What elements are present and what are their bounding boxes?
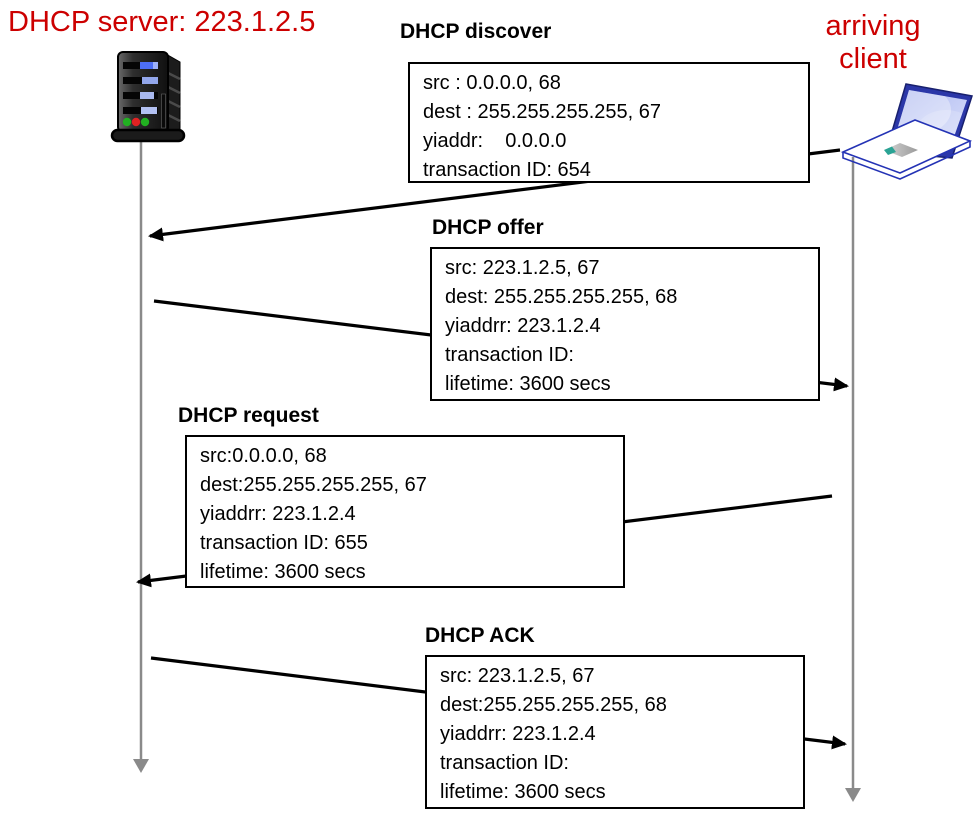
field-dest: dest:255.255.255.255, 67 (200, 474, 427, 496)
laptop-icon (840, 83, 973, 180)
message-box-ack: src: 223.1.2.5, 67 dest:255.255.255.255,… (425, 655, 805, 809)
field-transaction-id: transaction ID: 654 (423, 159, 591, 181)
field-yiaddr: yiaddrr: 223.1.2.4 (200, 503, 356, 525)
client-title: arriving client (825, 10, 921, 75)
field-yiaddr: yiaddr: 0.0.0.0 (423, 130, 567, 152)
field-yiaddr: yiaddrr: 223.1.2.4 (445, 315, 601, 337)
server-title: DHCP server: 223.1.2.5 (8, 6, 316, 38)
message-box-offer: src: 223.1.2.5, 67 dest: 255.255.255.255… (430, 247, 820, 401)
message-title-discover: DHCP discover (400, 20, 552, 43)
message-title-ack: DHCP ACK (425, 624, 535, 647)
field-lifetime: lifetime: 3600 secs (200, 561, 366, 583)
field-transaction-id: transaction ID: (440, 752, 569, 774)
server-icon (110, 51, 186, 143)
field-transaction-id: transaction ID: (445, 344, 574, 366)
message-box-discover: src : 0.0.0.0, 68 dest : 255.255.255.255… (408, 62, 810, 183)
field-src: src: 223.1.2.5, 67 (445, 257, 600, 279)
field-lifetime: lifetime: 3600 secs (445, 373, 611, 395)
message-title-request: DHCP request (178, 404, 319, 427)
field-yiaddr: yiaddrr: 223.1.2.4 (440, 723, 596, 745)
field-dest: dest: 255.255.255.255, 68 (445, 286, 678, 308)
field-src: src:0.0.0.0, 68 (200, 445, 327, 467)
field-src: src : 0.0.0.0, 68 (423, 72, 561, 94)
message-box-request: src:0.0.0.0, 68 dest:255.255.255.255, 67… (185, 435, 625, 588)
message-title-offer: DHCP offer (432, 216, 544, 239)
field-src: src: 223.1.2.5, 67 (440, 665, 595, 687)
field-dest: dest:255.255.255.255, 68 (440, 694, 667, 716)
field-dest: dest : 255.255.255.255, 67 (423, 101, 661, 123)
field-transaction-id: transaction ID: 655 (200, 532, 368, 554)
field-lifetime: lifetime: 3600 secs (440, 781, 606, 803)
